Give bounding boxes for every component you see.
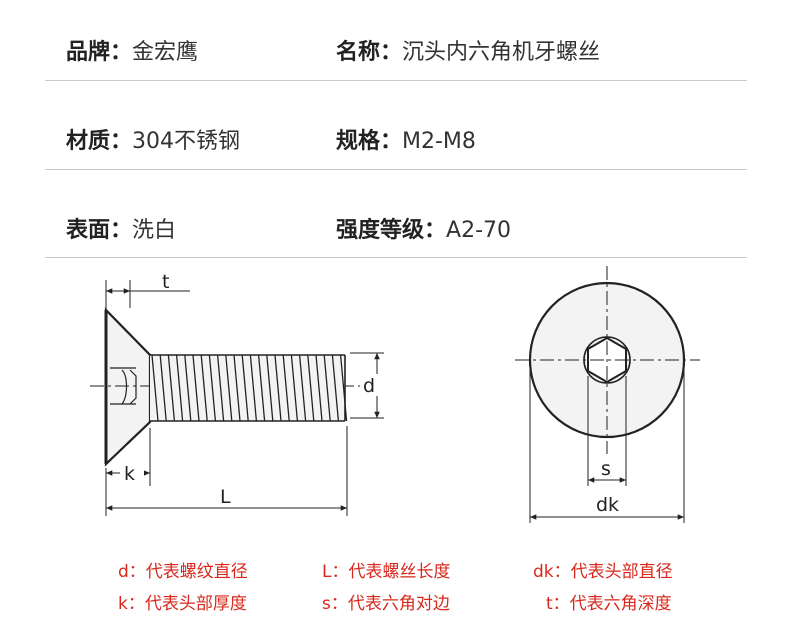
size-label: 规格： (336, 129, 403, 154)
material-label: 材质： (66, 129, 133, 154)
divider-2 (45, 169, 747, 170)
name-label: 名称： (336, 40, 403, 65)
label-dk: dk (596, 494, 619, 516)
spec-grade: 强度等级：A2-70 (336, 212, 511, 244)
legend-s: s：代表六角对边 (322, 594, 450, 614)
spec-brand: 品牌：金宏鹰 (66, 34, 198, 66)
spec-material: 材质：304不锈钢 (66, 123, 240, 155)
legend-d: d：代表螺纹直径 (118, 562, 248, 582)
divider-1 (45, 80, 747, 81)
surface-label: 表面： (66, 218, 133, 243)
label-t: t (162, 271, 169, 293)
legend-dk: dk：代表头部直径 (533, 562, 673, 582)
label-s: s (601, 458, 611, 480)
grade-label: 强度等级： (336, 218, 447, 243)
label-L: L (220, 486, 231, 508)
brand-label: 品牌： (66, 40, 133, 65)
surface-value: 洗白 (132, 218, 177, 243)
grade-value: A2-70 (446, 218, 511, 243)
label-d: d (363, 375, 375, 397)
spec-size: 规格：M2-M8 (336, 123, 476, 155)
material-value: 304不锈钢 (132, 129, 241, 154)
screw-drawing: t d k L s dk (90, 266, 700, 523)
legend-t: t：代表六角深度 (546, 594, 672, 614)
end-view (515, 266, 700, 523)
size-value: M2-M8 (402, 129, 476, 154)
side-view (90, 280, 384, 516)
spec-name: 名称：沉头内六角机牙螺丝 (336, 34, 600, 66)
name-value: 沉头内六角机牙螺丝 (402, 40, 601, 65)
legend-k: k：代表头部厚度 (118, 594, 247, 614)
brand-value: 金宏鹰 (132, 40, 199, 65)
legend-L: L：代表螺丝长度 (322, 562, 451, 582)
spec-surface: 表面：洗白 (66, 212, 176, 244)
divider-3 (45, 257, 747, 258)
label-k: k (124, 463, 135, 485)
